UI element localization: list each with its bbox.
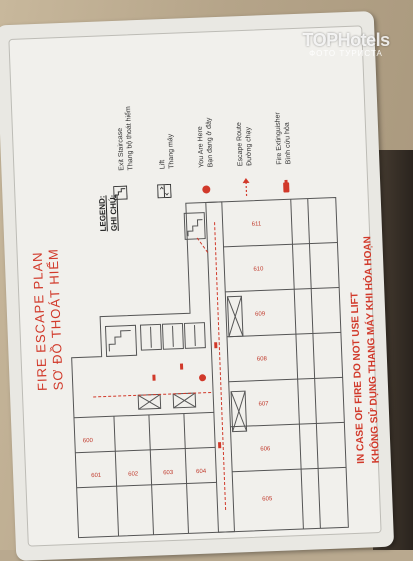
room-606: 606 bbox=[260, 446, 271, 452]
legend-extinguisher-vi: Bình cứu hỏa bbox=[284, 122, 293, 164]
room-610: 610 bbox=[253, 266, 264, 272]
room-608: 608 bbox=[257, 356, 268, 362]
room-607: 607 bbox=[258, 401, 269, 407]
fire-escape-plaque: FIRE ESCAPE PLAN SƠ ĐỒ THOÁT HIỂM IN CAS… bbox=[0, 11, 394, 561]
room-600: 600 bbox=[83, 438, 94, 444]
legend-here-vi: Bạn đang ở đây bbox=[206, 117, 215, 167]
legend-route-vi: Đường chạy bbox=[245, 127, 253, 166]
room-605: 605 bbox=[262, 496, 273, 502]
legend-staircase-vi: Thang bộ thoát hiểm bbox=[125, 106, 134, 170]
legend-staircase-en: Exit Staircase bbox=[117, 128, 126, 171]
room-601: 601 bbox=[91, 473, 102, 479]
room-604: 604 bbox=[196, 469, 207, 475]
floor-plan: 611 610 609 608 607 606 605 601 602 603 … bbox=[46, 187, 359, 548]
tophotels-watermark: TOPHotels ФОТО ТУРИСТА bbox=[287, 30, 405, 78]
legend-lift-vi: Thang máy bbox=[167, 134, 175, 169]
watermark-brand: TOPHotels bbox=[287, 30, 405, 51]
plaque-inner-border: FIRE ESCAPE PLAN SƠ ĐỒ THOÁT HIỂM IN CAS… bbox=[8, 25, 381, 546]
room-609: 609 bbox=[255, 311, 266, 317]
room-603: 603 bbox=[163, 470, 174, 476]
legend-route-en: Escape Route bbox=[236, 122, 245, 166]
room-611: 611 bbox=[252, 221, 262, 227]
room-602: 602 bbox=[128, 471, 139, 477]
legend-extinguisher-en: Fire Extinguisher bbox=[274, 112, 283, 165]
legend-here-en: You Are Here bbox=[197, 126, 206, 168]
legend-lift-en: Lift bbox=[159, 160, 166, 170]
